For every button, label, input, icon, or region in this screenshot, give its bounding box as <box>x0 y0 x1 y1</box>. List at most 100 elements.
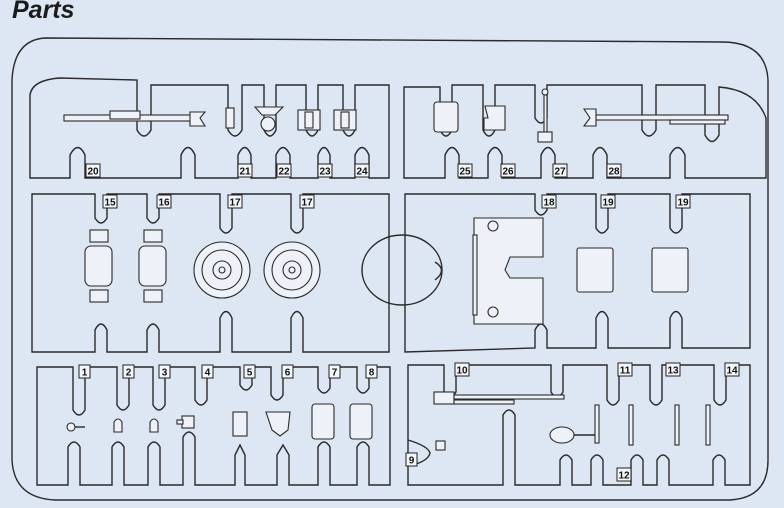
part-number-label: 2 <box>122 364 135 379</box>
part-number: 24 <box>356 167 368 178</box>
part-number: 19 <box>677 198 689 209</box>
part-19-plate <box>651 247 689 293</box>
part-number: 7 <box>332 368 338 379</box>
part-number: 2 <box>126 368 132 379</box>
part-number: 17 <box>229 198 241 209</box>
label-box <box>552 163 568 178</box>
part-number-label: 7 <box>328 364 341 379</box>
label-box <box>600 194 616 209</box>
part-number: 18 <box>543 198 555 209</box>
label-box <box>158 364 171 379</box>
part-18-plate <box>472 217 544 325</box>
part-9 <box>435 440 446 451</box>
label-box <box>102 194 118 209</box>
label-box <box>365 364 378 379</box>
part-11 <box>628 404 634 446</box>
label-box <box>616 467 632 482</box>
part-number: 21 <box>239 167 251 178</box>
part-number-label: 23 <box>317 163 333 178</box>
label-box <box>675 194 691 209</box>
part-number: 1 <box>82 368 88 379</box>
label-box <box>78 364 91 379</box>
label-box <box>243 364 256 379</box>
sprue-frame <box>11 37 769 501</box>
part-7 <box>311 403 335 440</box>
part-15 <box>84 229 113 303</box>
part-number-label: 6 <box>281 364 294 379</box>
label-box <box>354 163 370 178</box>
label-box <box>281 364 294 379</box>
panel-middle-left <box>31 193 390 353</box>
part-number: 12 <box>618 471 630 482</box>
part-number-label: 4 <box>201 364 214 379</box>
part-number-label: 24 <box>354 163 370 178</box>
part-16 <box>138 229 167 303</box>
part-22 <box>253 106 285 132</box>
part-number-label: 19 <box>675 194 691 209</box>
part-10-barrel <box>433 391 565 405</box>
part-26 <box>483 105 506 131</box>
label-box <box>454 362 470 377</box>
part-number-label: 12 <box>616 467 632 482</box>
part-number-label: 25 <box>457 163 473 178</box>
part-6 <box>265 411 291 437</box>
part-number: 15 <box>104 198 116 209</box>
part-number: 26 <box>502 167 514 178</box>
part-number-label: 20 <box>85 163 101 178</box>
label-box <box>276 163 292 178</box>
part-number: 16 <box>158 198 170 209</box>
label-box <box>617 362 633 377</box>
part-number: 20 <box>87 167 99 178</box>
label-box <box>541 194 557 209</box>
label-box <box>665 362 681 377</box>
part-number: 28 <box>608 167 620 178</box>
label-box <box>405 452 418 467</box>
part-17-wheel <box>193 241 251 299</box>
part-number-label: 3 <box>158 364 171 379</box>
part-25 <box>433 101 459 133</box>
part-number-label: 5 <box>243 364 256 379</box>
part-number: 10 <box>456 366 468 377</box>
part-14 <box>705 404 711 446</box>
part-number-label: 8 <box>365 364 378 379</box>
part-number-label: 14 <box>724 362 740 377</box>
label-box <box>317 163 333 178</box>
part-number: 11 <box>620 366 631 377</box>
part-number: 3 <box>162 368 168 379</box>
part-number-label: 9 <box>405 452 418 467</box>
label-box <box>500 163 516 178</box>
sprue-gate-disc <box>361 234 443 306</box>
part-number: 9 <box>409 456 415 467</box>
part-number: 5 <box>247 368 253 379</box>
part-1 <box>66 422 85 432</box>
part-number-label: 27 <box>552 163 568 178</box>
part-3 <box>149 418 159 433</box>
label-box <box>724 362 740 377</box>
part-number-label: 18 <box>541 194 557 209</box>
part-19-plate <box>576 247 614 293</box>
part-number: 6 <box>285 368 291 379</box>
part-2 <box>113 418 123 433</box>
part-number-label: 15 <box>102 194 118 209</box>
part-number: 23 <box>319 167 331 178</box>
part-number-label: 17 <box>227 194 243 209</box>
part-number: 25 <box>459 167 471 178</box>
part-number-label: 1 <box>78 364 91 379</box>
label-box <box>85 163 101 178</box>
part-17-wheel <box>263 241 321 299</box>
part-number-label: 13 <box>665 362 681 377</box>
part-number: 17 <box>301 198 313 209</box>
panel-bottom-left <box>36 366 391 486</box>
part-number-label: 28 <box>606 163 622 178</box>
part-8 <box>349 403 373 440</box>
part-4 <box>176 415 195 429</box>
label-box <box>299 194 315 209</box>
part-number: 4 <box>205 368 211 379</box>
panel-top-right <box>403 84 767 179</box>
part-12 <box>549 404 600 444</box>
label-box <box>457 163 473 178</box>
part-number-label: 19 <box>600 194 616 209</box>
panel-top-left <box>29 77 390 179</box>
part-number: 22 <box>278 167 290 178</box>
